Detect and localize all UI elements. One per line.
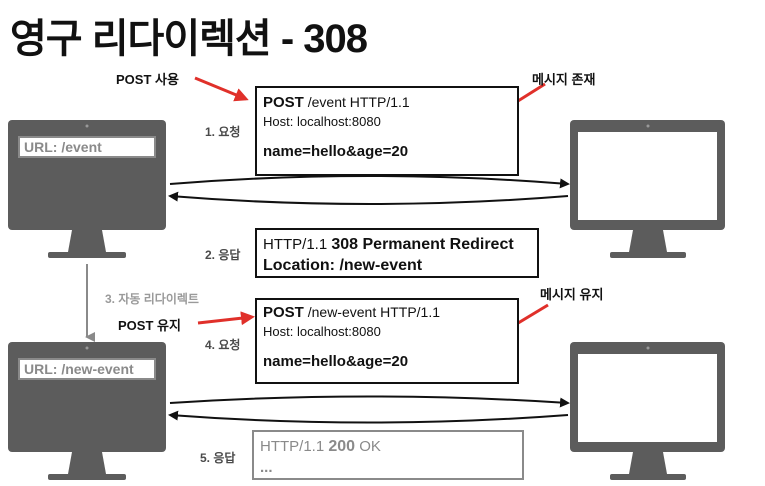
step-2-label: 2. 응답 bbox=[205, 248, 241, 262]
url-box-bottom: URL: /new-event bbox=[18, 358, 156, 380]
server-monitor-top bbox=[570, 120, 725, 258]
status-line: HTTP/1.1 200 OK bbox=[260, 438, 381, 455]
annotation-post-keep: POST 유지 bbox=[118, 318, 181, 333]
http-request-2: POST /new-event HTTP/1.1 Host: localhost… bbox=[255, 298, 519, 384]
status-line: HTTP/1.1 308 Permanent Redirect bbox=[263, 236, 514, 253]
request-arrow-4 bbox=[169, 395, 570, 408]
step-4-label: 4. 요청 bbox=[205, 338, 241, 352]
location-header: Location: /new-event bbox=[263, 257, 423, 274]
request-host: Host: localhost:8080 bbox=[263, 324, 381, 339]
url-box-top: URL: /event bbox=[18, 136, 156, 158]
http-request-1: POST /event HTTP/1.1 Host: localhost:808… bbox=[255, 86, 519, 176]
step-3-label: 3. 자동 리다이렉트 bbox=[105, 292, 199, 306]
page-title: 영구 리다이렉션 - 308 bbox=[10, 17, 368, 61]
annotation-message-keep: 메시지 유지 bbox=[540, 287, 604, 302]
request-body: name=hello&age=20 bbox=[263, 353, 409, 370]
request-host: Host: localhost:8080 bbox=[263, 114, 381, 129]
response-arrow-5 bbox=[168, 410, 569, 424]
http-response-2: HTTP/1.1 200 OK ... bbox=[252, 430, 524, 480]
http-response-1: HTTP/1.1 308 Permanent Redirect Location… bbox=[255, 228, 539, 278]
annotation-post-use: POST 사용 bbox=[116, 72, 179, 87]
request-line: POST /event HTTP/1.1 bbox=[263, 94, 410, 111]
response-arrow-2 bbox=[168, 191, 569, 205]
server-monitor-bottom bbox=[570, 342, 725, 480]
request-line: POST /new-event HTTP/1.1 bbox=[263, 304, 441, 321]
red-arrow-post-keep bbox=[197, 311, 255, 326]
request-arrow-1 bbox=[169, 175, 570, 189]
step-1-label: 1. 요청 bbox=[205, 125, 241, 139]
request-body: name=hello&age=20 bbox=[263, 143, 409, 160]
ellipsis: ... bbox=[260, 459, 273, 476]
annotation-message-body: 메시지 존재 bbox=[532, 72, 596, 87]
step-5-label: 5. 응답 bbox=[200, 451, 236, 465]
red-arrow-post-use bbox=[194, 76, 249, 102]
